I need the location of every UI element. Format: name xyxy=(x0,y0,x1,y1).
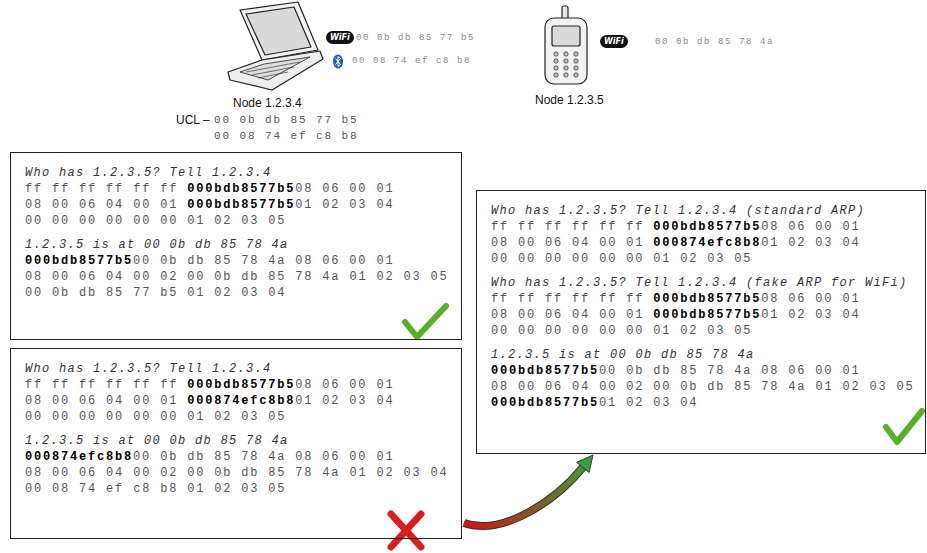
arp-caption: Who has 1.2.3.5? Tell 1.2.3.4 xyxy=(25,361,272,377)
check-mark xyxy=(405,306,446,337)
cross-mark xyxy=(391,514,421,547)
arp-caption: 1.2.3.5 is at 00 0b db 85 78 4a xyxy=(25,237,289,253)
mac-address: 00 0b db 85 77 b5 xyxy=(214,114,359,126)
arp-caption: Who has 1.2.3.5? Tell 1.2.3.4 (standard … xyxy=(491,203,865,219)
node-name: Node 1.2.3.5 xyxy=(535,93,604,107)
node-name: Node 1.2.3.4 xyxy=(233,96,302,110)
arp-caption: 1.2.3.5 is at 00 0b db 85 78 4a xyxy=(491,347,755,363)
arrow-head xyxy=(577,455,593,472)
bluetooth-rune xyxy=(336,57,341,67)
mac-address: 00 08 74 ef c8 b8 xyxy=(214,130,359,142)
curved-arrow xyxy=(464,455,593,526)
phone-keypad xyxy=(554,52,578,77)
hex-dump: ff ff ff ff ff ff 00 0b db 85 77 b5 08 0… xyxy=(491,219,860,267)
hex-dump: 00 08 74 ef c8 b8 00 0b db 85 78 4a 08 0… xyxy=(25,449,448,497)
hex-dump: ff ff ff ff ff ff 00 0b db 85 77 b5 08 0… xyxy=(25,181,394,229)
phone-screen xyxy=(552,26,580,46)
interface-list-label: UCL – xyxy=(176,113,210,127)
wifi-badge: WiFi xyxy=(326,31,354,44)
bluetooth-oval xyxy=(333,55,343,69)
hex-dump: 00 0b db 85 77 b5 00 0b db 85 78 4a 08 0… xyxy=(25,253,448,301)
laptop-base xyxy=(228,51,323,90)
packet-box: Who has 1.2.3.5? Tell 1.2.3.4ff ff ff ff… xyxy=(10,348,462,539)
laptop-screen xyxy=(246,7,311,55)
packet-box: Who has 1.2.3.5? Tell 1.2.3.4 (standard … xyxy=(476,190,926,454)
arp-caption: Who has 1.2.3.5? Tell 1.2.3.4 (fake ARP … xyxy=(491,275,908,291)
mac-address: 00 0b db 85 78 4a xyxy=(655,37,774,47)
hex-dump: ff ff ff ff ff ff 00 0b db 85 77 b5 08 0… xyxy=(491,291,860,339)
laptop-key-row xyxy=(258,72,288,78)
arp-caption: Who has 1.2.3.5? Tell 1.2.3.4 xyxy=(25,165,272,181)
mac-address: 00 0b db 85 77 b5 xyxy=(356,33,475,43)
laptop-key-row xyxy=(246,62,300,72)
arrow-outline xyxy=(464,467,583,526)
laptop-keyboard xyxy=(240,57,310,80)
laptop-icon xyxy=(228,2,323,90)
mac-address: 00 08 74 ef c8 b8 xyxy=(352,56,471,66)
hex-dump: ff ff ff ff ff ff 00 0b db 85 77 b5 08 0… xyxy=(25,377,394,425)
laptop-key-row xyxy=(252,67,294,75)
arp-caption: 1.2.3.5 is at 00 0b db 85 78 4a xyxy=(25,433,289,449)
wifi-badge: WiFi xyxy=(600,35,628,48)
hex-dump: 00 0b db 85 77 b5 00 0b db 85 78 4a 08 0… xyxy=(491,363,914,411)
check-mark xyxy=(886,411,922,442)
phone-body xyxy=(545,18,587,84)
arrow-shaft xyxy=(464,467,583,526)
phone-icon xyxy=(545,6,587,84)
packet-box: Who has 1.2.3.5? Tell 1.2.3.4ff ff ff ff… xyxy=(10,152,462,340)
bluetooth-icon xyxy=(333,55,343,69)
laptop-lid xyxy=(240,2,318,60)
